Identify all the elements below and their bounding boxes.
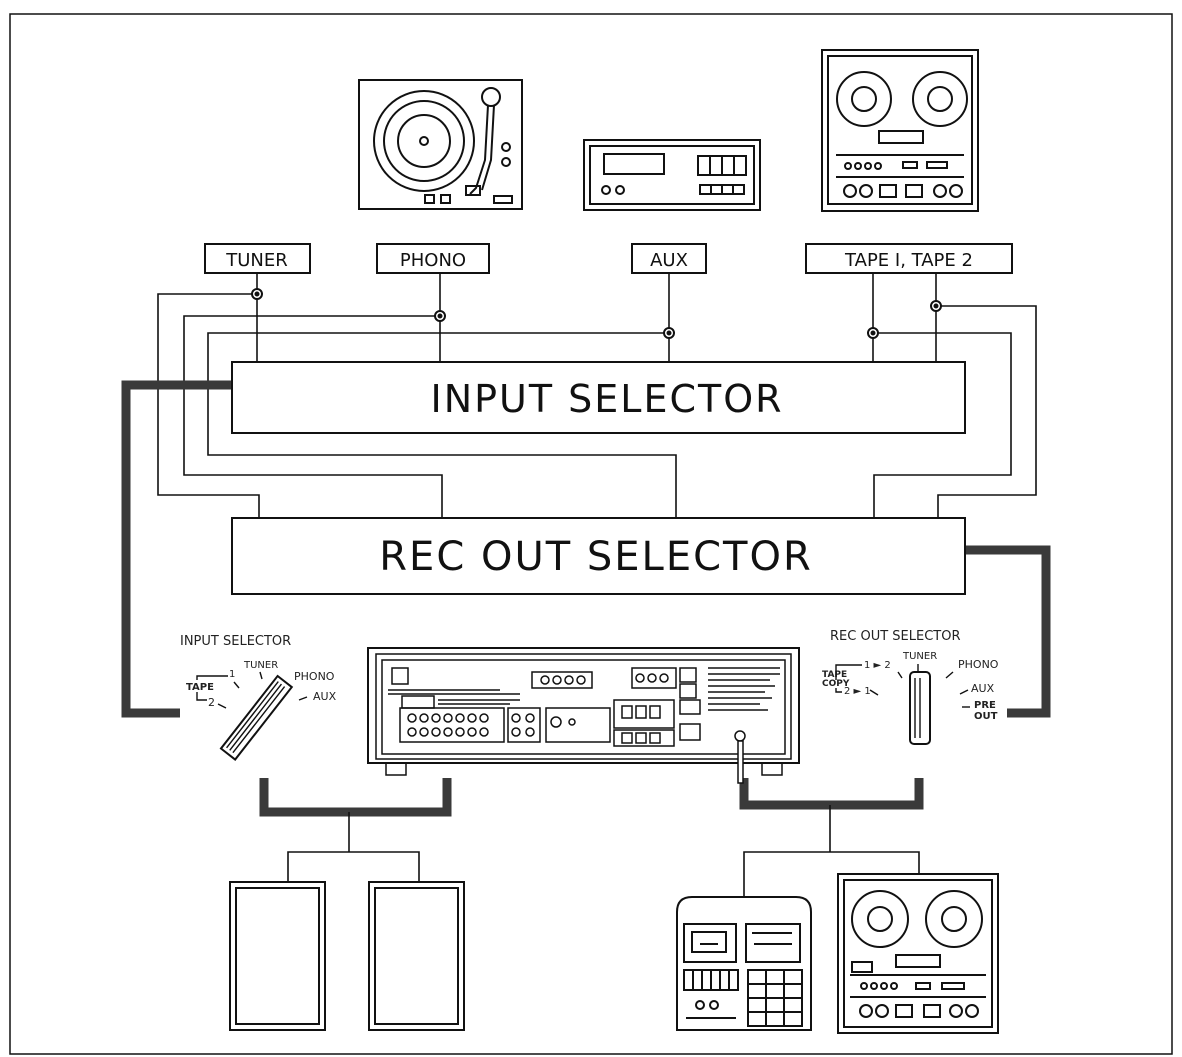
rec-knob-out: OUT — [974, 711, 998, 722]
rec-knob-copy12: 1 ► 2 — [864, 660, 891, 671]
output-branches — [287, 805, 920, 897]
rec-knob-aux: AUX — [971, 682, 995, 695]
tape-label-box: TAPE I, TAPE 2 — [805, 243, 1013, 274]
aux-label: AUX — [650, 250, 688, 271]
cassette-recorder-icon — [676, 896, 812, 1031]
turntable-icon — [358, 79, 523, 210]
phono-label: PHONO — [400, 250, 466, 271]
page-border — [9, 13, 1173, 1055]
thick-cables — [121, 380, 1051, 817]
input-knob-pos1: 1 — [229, 669, 235, 680]
input-knob-tuner: TUNER — [243, 660, 278, 671]
left-speaker-icon — [229, 881, 326, 1031]
reel-to-reel-recorder-icon — [837, 873, 999, 1034]
rec-knob-tuner: TUNER — [902, 651, 937, 662]
rec-knob-tape: TAPE — [822, 670, 847, 680]
rec-knob-title: REC OUT SELECTOR — [830, 629, 960, 644]
tuner-label-box: TUNER — [204, 243, 311, 274]
input-knob-aux: AUX — [313, 690, 337, 703]
tuner-label: TUNER — [225, 250, 288, 271]
receiver-back-panel-icon — [367, 647, 800, 784]
signal-lines — [157, 273, 1037, 518]
rec-knob-copy: COPY — [822, 679, 850, 689]
cassette-deck-icon — [583, 139, 761, 211]
junction-dots — [251, 288, 942, 339]
input-selector-block: INPUT SELECTOR — [231, 361, 966, 434]
rec-out-selector-block: REC OUT SELECTOR — [231, 517, 966, 595]
input-knob-title: INPUT SELECTOR — [180, 634, 291, 649]
aux-label-box: AUX — [631, 243, 707, 274]
input-selector-knob-diagram: INPUT SELECTOR TUNER PHONO AUX TAPE 1 2 — [180, 634, 337, 761]
rec-knob-phono: PHONO — [958, 658, 999, 671]
reel-to-reel-icon — [821, 49, 979, 212]
rec-out-selector-title: REC OUT SELECTOR — [379, 534, 812, 580]
rec-knob-copy21: 2 ► 1 — [844, 686, 871, 697]
input-knob-tape: TAPE — [186, 682, 214, 693]
phono-label-box: PHONO — [376, 243, 490, 274]
tape-label: TAPE I, TAPE 2 — [844, 250, 973, 271]
input-knob-pos2: 2 — [208, 696, 215, 709]
rec-knob-pre: PRE — [974, 700, 996, 711]
input-knob-phono: PHONO — [294, 670, 335, 683]
rec-out-selector-knob-diagram: REC OUT SELECTOR TUNER PHONO AUX PRE OUT… — [822, 629, 999, 745]
right-speaker-icon — [368, 881, 465, 1031]
input-selector-title: INPUT SELECTOR — [430, 377, 783, 421]
